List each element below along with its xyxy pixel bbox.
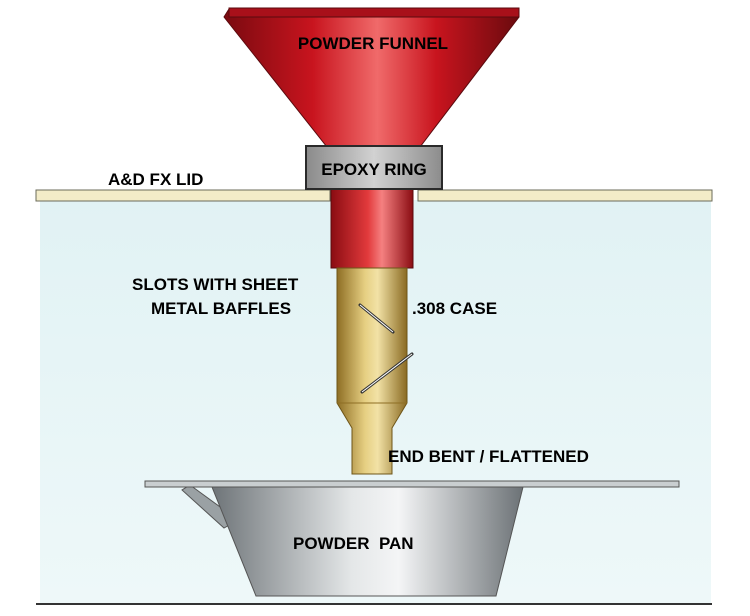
label-powder-pan: POWDER PAN bbox=[293, 534, 414, 553]
baffle-slot-lower-highlight bbox=[361, 353, 413, 393]
label-slots-line1: SLOTS WITH SHEET bbox=[132, 275, 299, 294]
baffle-leader-upper-highlight bbox=[359, 304, 394, 333]
label-lid: A&D FX LID bbox=[108, 170, 203, 189]
label-slots-line2: METAL BAFFLES bbox=[151, 299, 291, 318]
epoxy-ring bbox=[305, 145, 443, 190]
label-epoxy-ring: EPOXY RING bbox=[321, 160, 427, 179]
label-powder-funnel: POWDER FUNNEL bbox=[298, 34, 448, 53]
funnel-stem bbox=[330, 185, 414, 269]
rifle-case bbox=[336, 267, 408, 475]
powder-pan bbox=[144, 480, 680, 597]
label-case: .308 CASE bbox=[412, 299, 497, 318]
label-end-bent: END BENT / FLATTENED bbox=[388, 447, 589, 466]
powder-funnel bbox=[223, 7, 520, 148]
lid-left-panel bbox=[35, 189, 331, 202]
lid-right-panel bbox=[417, 189, 713, 202]
